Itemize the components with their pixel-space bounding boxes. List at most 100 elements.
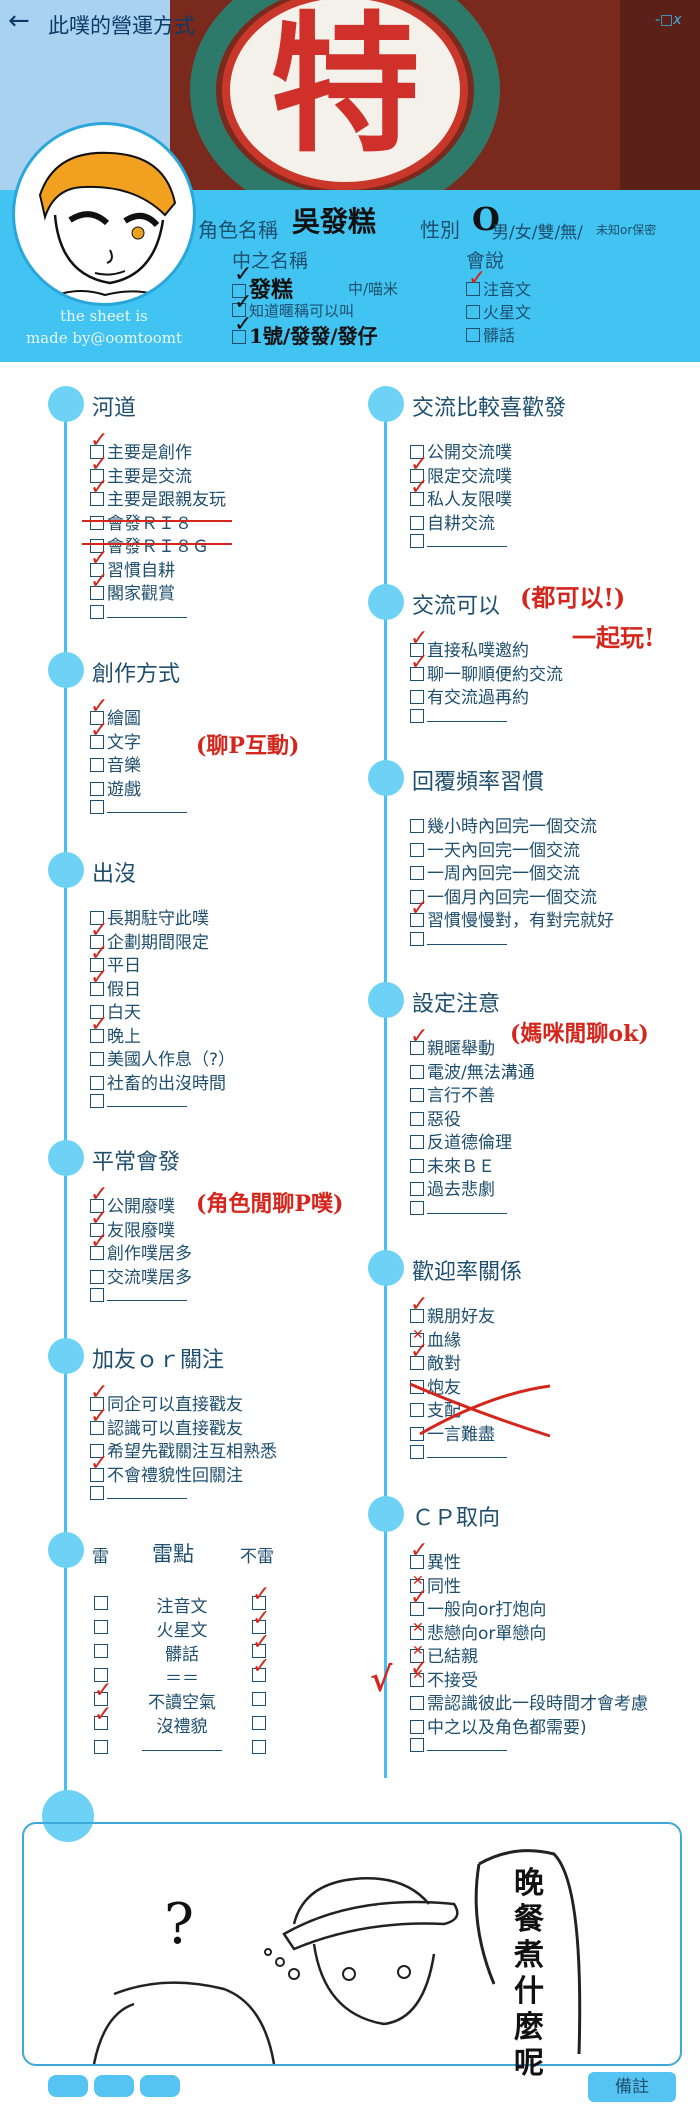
checkbox[interactable] — [410, 1672, 424, 1687]
checkbox[interactable] — [410, 819, 424, 833]
checkbox[interactable] — [90, 586, 104, 600]
checkbox[interactable] — [410, 866, 424, 880]
checkbox[interactable] — [410, 1064, 424, 1079]
checkbox[interactable] — [90, 445, 104, 459]
checkbox[interactable] — [90, 1052, 104, 1066]
not-mine-checkbox[interactable] — [252, 1692, 266, 1706]
mine-checkbox[interactable] — [94, 1692, 108, 1706]
checkbox[interactable] — [90, 1199, 104, 1213]
blank-line[interactable] — [427, 534, 507, 547]
checkbox[interactable] — [410, 1649, 424, 1663]
checkbox[interactable] — [410, 1182, 424, 1196]
mine-checkbox[interactable] — [94, 1596, 108, 1610]
checkbox[interactable] — [90, 1420, 104, 1435]
mine-checkbox[interactable] — [94, 1740, 108, 1754]
checkbox[interactable] — [410, 889, 424, 904]
checkbox[interactable] — [466, 305, 480, 319]
not-mine-checkbox[interactable] — [252, 1668, 266, 1682]
checkbox[interactable] — [90, 1269, 104, 1284]
checkbox[interactable] — [410, 643, 424, 657]
checkbox[interactable] — [90, 734, 104, 749]
checkbox[interactable] — [410, 1738, 424, 1752]
checkbox[interactable] — [90, 604, 104, 619]
checkbox[interactable] — [90, 911, 104, 925]
mine-checkbox[interactable] — [94, 1620, 108, 1634]
checkbox[interactable] — [410, 1379, 424, 1394]
checkbox[interactable] — [410, 1403, 424, 1417]
checkbox[interactable] — [410, 1200, 424, 1215]
checkbox[interactable] — [90, 1288, 104, 1302]
checkbox[interactable] — [410, 468, 424, 483]
checkbox[interactable] — [410, 666, 424, 681]
checkbox[interactable] — [410, 1332, 424, 1347]
checkbox[interactable] — [410, 913, 424, 927]
checkbox[interactable] — [410, 1111, 424, 1126]
checkbox[interactable] — [90, 1444, 104, 1458]
checkbox[interactable] — [410, 534, 424, 548]
checkbox[interactable] — [232, 303, 246, 317]
not-mine-checkbox[interactable] — [252, 1596, 266, 1610]
checkbox[interactable] — [410, 1445, 424, 1459]
blank-line[interactable] — [427, 1201, 507, 1214]
checkbox[interactable] — [90, 781, 104, 796]
checkbox[interactable] — [90, 515, 104, 530]
blank-line[interactable] — [107, 800, 187, 813]
mine-checkbox[interactable] — [94, 1644, 108, 1658]
blank-line[interactable] — [427, 1738, 507, 1751]
checkbox[interactable] — [410, 1696, 424, 1710]
checkbox[interactable] — [410, 842, 424, 857]
blank-line[interactable] — [427, 932, 507, 945]
checkbox[interactable] — [90, 468, 104, 483]
checkbox[interactable] — [90, 1028, 104, 1043]
checkbox[interactable] — [466, 328, 480, 342]
checkbox[interactable] — [410, 1041, 424, 1055]
checkbox[interactable] — [410, 1719, 424, 1734]
checkbox[interactable] — [410, 690, 424, 704]
checkbox[interactable] — [90, 1075, 104, 1090]
blank-line[interactable] — [107, 1288, 187, 1301]
blank-line[interactable] — [107, 1486, 187, 1499]
checkbox[interactable] — [410, 492, 424, 506]
checkbox[interactable] — [410, 931, 424, 946]
checkbox[interactable] — [410, 515, 424, 530]
checkbox[interactable] — [410, 1578, 424, 1593]
checkbox[interactable] — [90, 711, 104, 725]
close-icon[interactable]: -□x — [655, 12, 682, 28]
checkbox[interactable] — [90, 758, 104, 772]
checkbox[interactable] — [410, 1555, 424, 1569]
checkbox[interactable] — [410, 1135, 424, 1149]
mine-checkbox[interactable] — [94, 1668, 108, 1682]
checkbox[interactable] — [232, 284, 246, 298]
checkbox[interactable] — [90, 958, 104, 972]
tab-1[interactable] — [48, 2075, 88, 2097]
mine-checkbox[interactable] — [94, 1716, 108, 1730]
checkbox[interactable] — [410, 708, 424, 723]
checkbox[interactable] — [410, 1309, 424, 1323]
not-mine-checkbox[interactable] — [252, 1740, 266, 1754]
checkbox[interactable] — [90, 934, 104, 949]
checkbox[interactable] — [90, 1222, 104, 1237]
checkbox[interactable] — [90, 539, 104, 553]
checkbox[interactable] — [90, 981, 104, 996]
memo-button[interactable]: 備註 — [588, 2072, 676, 2102]
checkbox[interactable] — [466, 282, 480, 296]
checkbox[interactable] — [90, 1467, 104, 1482]
not-mine-checkbox[interactable] — [252, 1716, 266, 1730]
checkbox[interactable] — [90, 800, 104, 814]
checkbox[interactable] — [410, 1158, 424, 1173]
checkbox[interactable] — [90, 1397, 104, 1411]
checkbox[interactable] — [410, 1088, 424, 1102]
checkbox[interactable] — [90, 1246, 104, 1260]
checkbox[interactable] — [90, 1005, 104, 1019]
not-mine-checkbox[interactable] — [252, 1644, 266, 1658]
blank-line[interactable] — [427, 709, 507, 722]
checkbox[interactable] — [90, 562, 104, 577]
checkbox[interactable] — [90, 492, 104, 506]
back-arrow-icon[interactable]: ← — [8, 6, 30, 36]
tab-3[interactable] — [140, 2075, 180, 2097]
blank-line[interactable] — [142, 1738, 222, 1751]
blank-line[interactable] — [427, 1445, 507, 1458]
tab-2[interactable] — [94, 2075, 134, 2097]
checkbox[interactable] — [410, 1356, 424, 1370]
blank-line[interactable] — [107, 1094, 187, 1107]
